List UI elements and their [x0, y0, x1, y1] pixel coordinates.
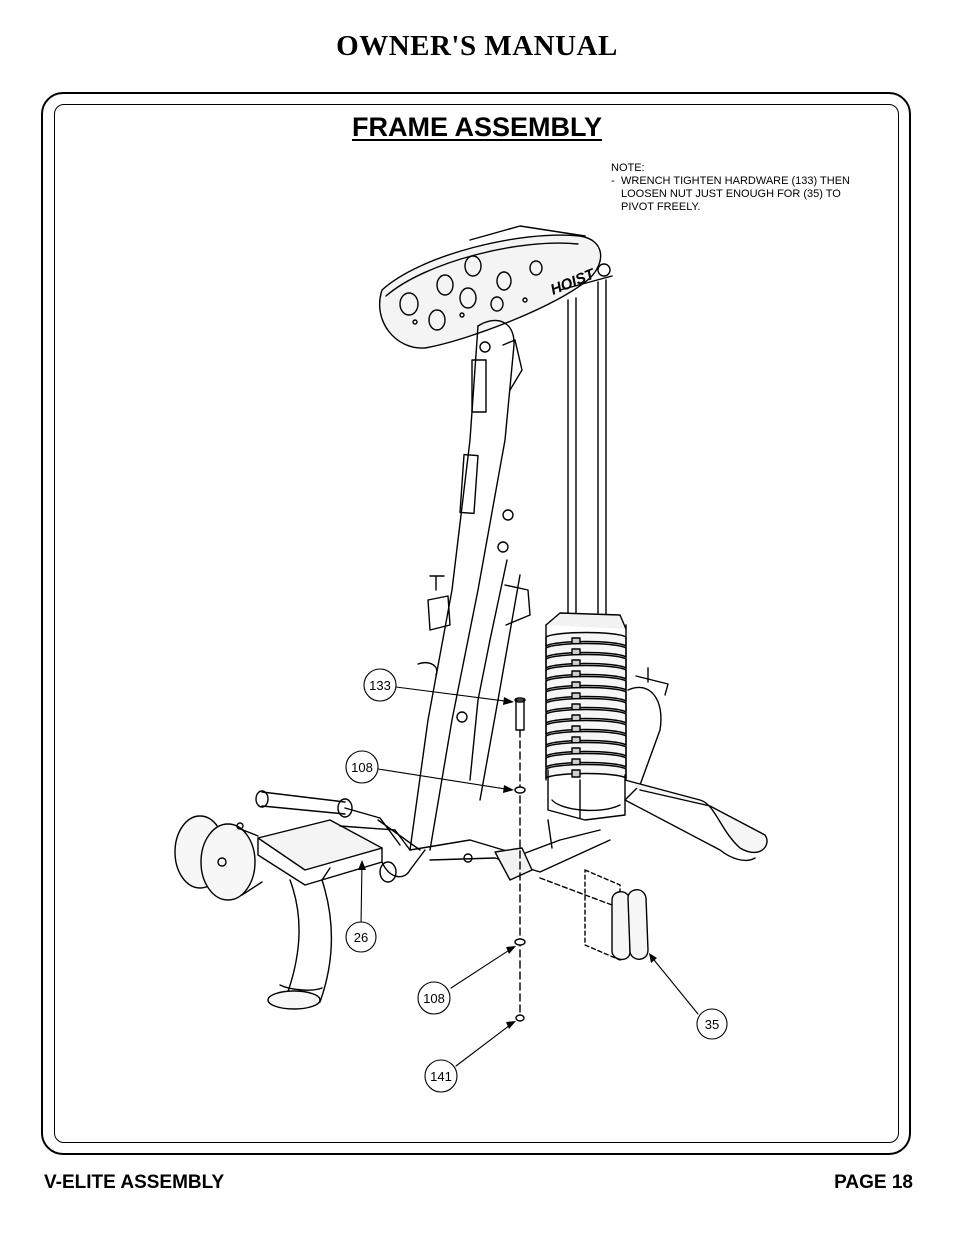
- callout-141-label: 141: [430, 1069, 452, 1084]
- top-shroud-plate: [379, 225, 602, 349]
- leader-arrowheads: [358, 697, 657, 1029]
- callout-26-label: 26: [354, 930, 368, 945]
- stack-top-plate: [545, 612, 627, 630]
- callout-108-lower-label: 108: [423, 991, 445, 1006]
- footer-assembly-name: V-ELITE ASSEMBLY: [44, 1172, 225, 1193]
- hardware-stack: [514, 697, 526, 1022]
- callout-108-upper-label: 108: [351, 760, 373, 775]
- callout-133: 133: [363, 668, 397, 702]
- pivot-plates: [539, 869, 649, 961]
- weight-stack: [545, 612, 627, 781]
- callout-108-lower: 108: [417, 981, 451, 1015]
- callout-133-label: 133: [369, 678, 391, 693]
- callout-35-label: 35: [705, 1017, 719, 1032]
- callout-141: 141: [424, 1059, 458, 1093]
- selector-slot: [571, 769, 581, 778]
- note-bullet: -: [611, 175, 615, 187]
- side-discs: [174, 815, 263, 901]
- main-column: [409, 319, 531, 851]
- callout-35: 35: [696, 1008, 728, 1040]
- callout-108-upper: 108: [345, 750, 379, 784]
- weight-plate: [545, 763, 627, 779]
- note-line-3: PIVOT FREELY.: [621, 201, 701, 213]
- stack-base: [547, 769, 626, 821]
- guide-rods: [559, 263, 613, 621]
- inner-border: [54, 104, 899, 1143]
- front-leg: [267, 867, 333, 1010]
- callout-26: 26: [345, 921, 377, 953]
- note-line-1: WRENCH TIGHTEN HARDWARE (133) THEN: [621, 175, 850, 187]
- manual-title: OWNER'S MANUAL: [336, 30, 618, 62]
- rear-foot: [624, 667, 768, 862]
- assembly-note: NOTE: -WRENCH TIGHTEN HARDWARE (133) THE…: [611, 162, 891, 214]
- outer-border: [41, 92, 911, 1155]
- foot-platform: [257, 819, 421, 886]
- footer-page-number: PAGE 18: [834, 1172, 913, 1193]
- leader-lines: [360, 686, 699, 1067]
- side-bracket: [417, 575, 451, 676]
- roller-bar: [255, 790, 426, 883]
- section-title: FRAME ASSEMBLY: [351, 112, 603, 142]
- base-frame: [409, 819, 611, 881]
- note-heading: NOTE:: [611, 162, 645, 174]
- note-line-2: LOOSEN NUT JUST ENOUGH FOR (35) TO: [621, 188, 841, 200]
